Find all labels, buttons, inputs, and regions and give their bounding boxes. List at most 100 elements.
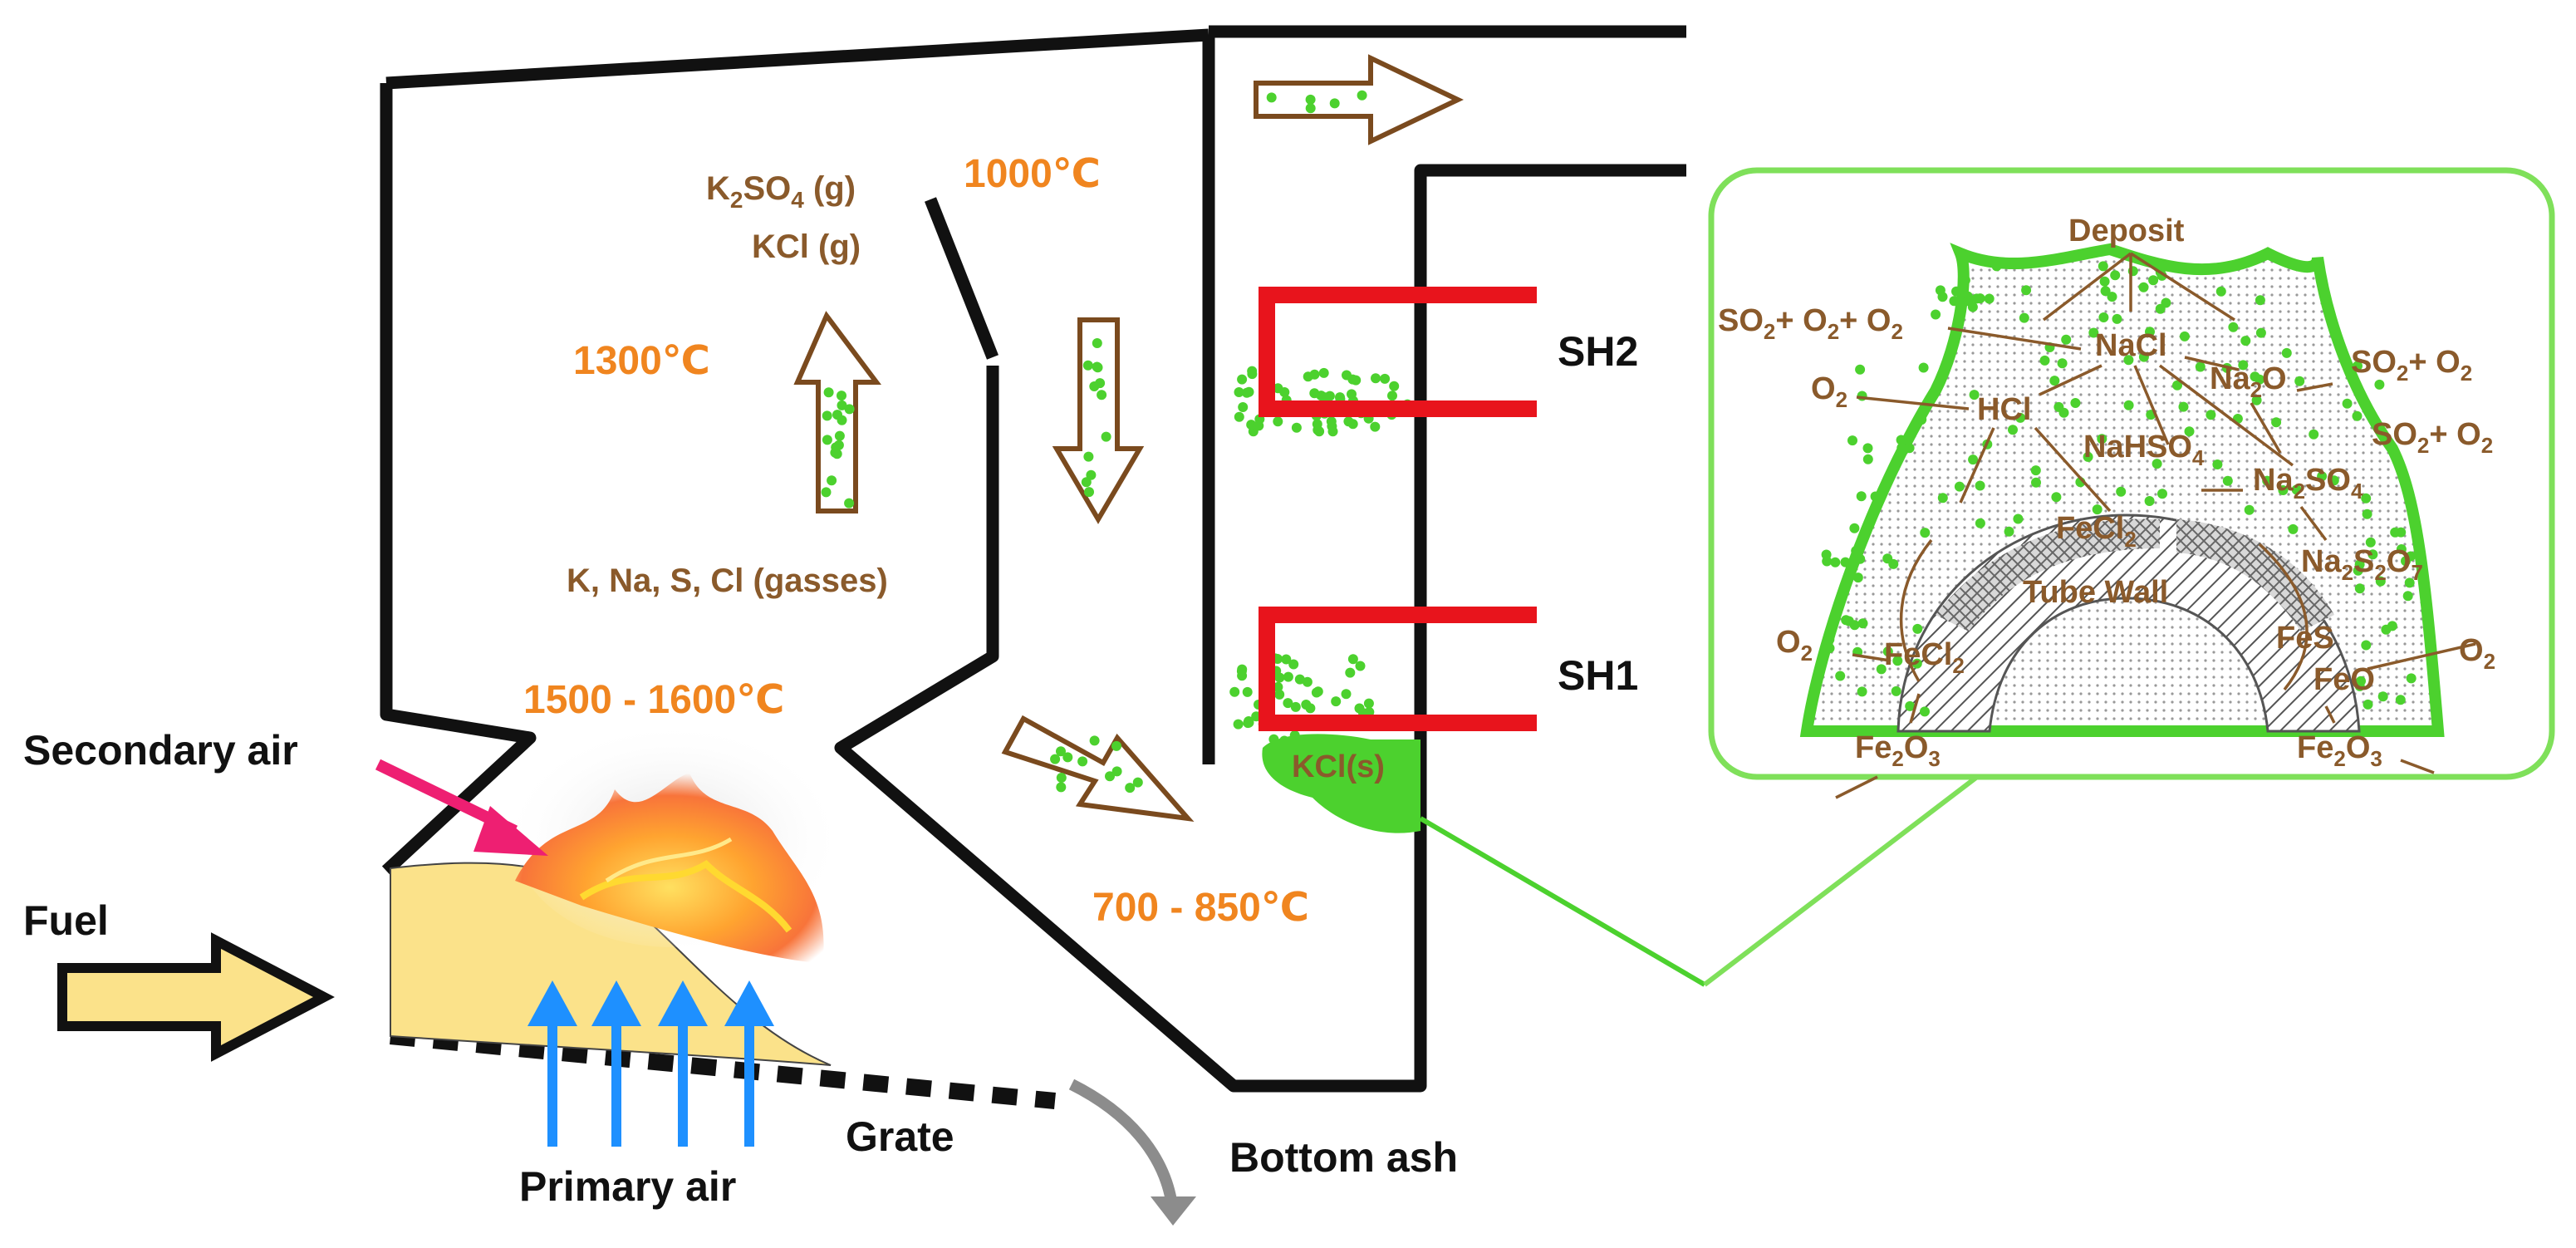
particle [2396, 544, 2407, 554]
particle [1345, 667, 1356, 678]
particle [2215, 286, 2226, 297]
particle [2138, 351, 2149, 362]
label-sh1: SH1 [1558, 652, 1638, 699]
particle [1935, 285, 1945, 296]
particle [1855, 364, 1866, 375]
particle [821, 487, 832, 498]
particle [2262, 475, 2273, 486]
particle [1911, 658, 1922, 669]
particle [2112, 313, 2122, 324]
particle [1840, 557, 1851, 567]
particle [1882, 646, 1893, 657]
particle [1954, 481, 1965, 492]
particle [1327, 426, 1338, 437]
furnace-right-wall [834, 164, 1686, 1093]
particle [1363, 698, 1374, 709]
particle [1291, 422, 1302, 433]
particle [1084, 487, 1094, 498]
particle [1937, 493, 1948, 504]
particle [834, 430, 845, 441]
particle [1387, 391, 1397, 401]
furnace-roof [385, 28, 1209, 90]
particle [2354, 583, 2365, 594]
particle [1912, 623, 1923, 634]
particle [2092, 504, 2103, 515]
particle [1244, 716, 1254, 726]
label-fecl2-top: FeCl2 [2056, 511, 2137, 552]
particle [2123, 400, 2134, 410]
particle [1111, 766, 1122, 777]
particle [2353, 361, 2363, 371]
main-labels: K2SO4 (g) KCl (g) 1000℃ 1300℃ K, Na, S, … [23, 152, 1638, 1210]
particle [1056, 782, 1067, 793]
primary-air-arrow-1 [527, 980, 577, 1147]
particle [2015, 412, 2026, 423]
particle [1254, 420, 1264, 431]
particle [2008, 425, 2018, 435]
label-feo: FeO [2313, 662, 2375, 697]
label-fe2o3-left: Fe2O3 [1855, 730, 1941, 771]
particle [2255, 327, 2266, 338]
particle [1821, 549, 1832, 560]
particle [2240, 336, 2251, 346]
particle [2195, 361, 2206, 372]
particle [1283, 698, 1293, 709]
particle [2157, 489, 2167, 499]
label-primary-air: Primary air [519, 1163, 736, 1210]
particle [1971, 293, 1982, 304]
particle [2107, 292, 2117, 302]
particle [1920, 528, 1931, 538]
particle [2004, 526, 2014, 537]
particle [1975, 518, 1985, 528]
particle [1891, 685, 1901, 696]
particle [2271, 417, 2282, 428]
primary-air-arrows [527, 980, 774, 1147]
particle [1241, 387, 1252, 398]
particle [1975, 480, 1985, 491]
label-so2-o2-o2: SO2+ O2+ O2 [1718, 303, 1903, 344]
particle [2228, 322, 2239, 332]
particle [1313, 686, 1323, 697]
particle [1984, 293, 1995, 304]
fuel-arrow-icon [57, 932, 335, 1062]
particle [2365, 537, 2376, 548]
particle [2342, 398, 2353, 409]
particle [837, 400, 847, 410]
particle [1233, 719, 1244, 730]
label-deposit: Deposit [2068, 214, 2185, 248]
particle [2361, 493, 2372, 504]
particle [1857, 686, 1867, 697]
label-grate: Grate [846, 1113, 954, 1160]
particle [1309, 369, 1320, 380]
particle [1056, 746, 1066, 757]
particle [837, 415, 847, 425]
particle [2013, 513, 2024, 524]
particle [2039, 355, 2050, 366]
particle [2377, 691, 2388, 702]
particle [1050, 754, 1061, 764]
particle [1288, 659, 1299, 670]
particle [1347, 654, 1358, 665]
particle [2178, 401, 2189, 412]
particle [1301, 700, 1312, 710]
primary-air-arrow-4 [724, 980, 774, 1147]
particle [1083, 451, 1094, 462]
particle [2401, 556, 2411, 567]
particle [1305, 103, 1316, 114]
particle [2098, 312, 2109, 322]
label-nacl: NaCl [2095, 328, 2167, 363]
particle [2212, 459, 2223, 469]
reaction-arrows [1835, 252, 2476, 799]
particle [2049, 376, 2060, 386]
particle [2100, 286, 2111, 297]
particle [1247, 369, 1258, 380]
label-hcl: HCl [1977, 392, 2031, 427]
particle [830, 447, 841, 458]
particle [1273, 416, 1283, 427]
particle [2390, 527, 2401, 538]
label-fecl2-bottom: FeCl2 [1884, 637, 1965, 678]
particle [1314, 426, 1325, 437]
label-temp-1300: 1300℃ [573, 339, 710, 383]
particle [822, 435, 832, 445]
particle [1290, 701, 1301, 712]
